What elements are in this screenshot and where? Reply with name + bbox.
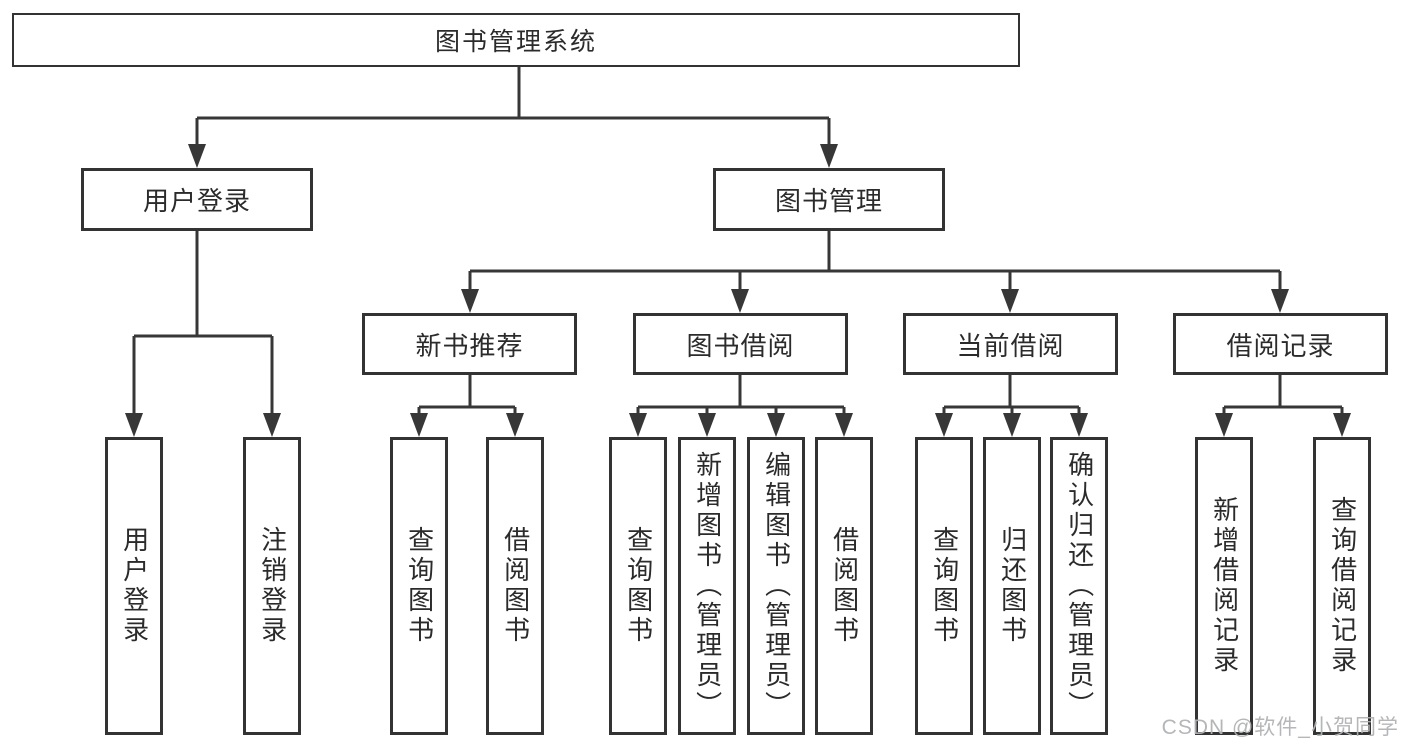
edge-root-to-level2 <box>188 67 838 168</box>
leaf-add-borrow-record: 新增借阅记录 <box>1195 437 1253 735</box>
node-book-borrow: 图书借阅 <box>633 313 848 375</box>
node-user-login: 用户登录 <box>81 168 313 231</box>
edge-user-login-to-leaves <box>125 231 281 437</box>
leaf-query-books-borrow: 查询图书 <box>609 437 667 735</box>
leaf-user-login: 用户登录 <box>105 437 163 735</box>
leaf-borrow-books: 借阅图书 <box>815 437 873 735</box>
leaf-confirm-return-admin: 确认归还（管理员） <box>1050 437 1108 735</box>
leaf-edit-books-admin: 编辑图书（管理员） <box>747 437 805 735</box>
node-root-system: 图书管理系统 <box>12 13 1020 67</box>
node-book-management: 图书管理 <box>713 168 945 231</box>
edge-new-book-to-leaves <box>410 375 524 437</box>
leaf-return-books: 归还图书 <box>983 437 1041 735</box>
edge-current-borrow-to-leaves <box>935 375 1088 437</box>
leaf-query-books-current: 查询图书 <box>915 437 973 735</box>
leaf-add-books-admin: 新增图书（管理员） <box>678 437 736 735</box>
edge-book-borrow-to-leaves <box>629 375 853 437</box>
leaf-logout: 注销登录 <box>243 437 301 735</box>
edge-borrow-records-to-leaves <box>1215 375 1351 437</box>
node-new-book-recommend: 新书推荐 <box>362 313 577 375</box>
leaf-query-books-recommend: 查询图书 <box>390 437 448 735</box>
leaf-borrow-books-recommend: 借阅图书 <box>486 437 544 735</box>
leaf-query-borrow-record: 查询借阅记录 <box>1313 437 1371 735</box>
node-current-borrow: 当前借阅 <box>903 313 1118 375</box>
node-borrow-records: 借阅记录 <box>1173 313 1388 375</box>
csdn-watermark: CSDN @软件_小贺同学 <box>1161 716 1399 739</box>
edge-book-management-to-level3 <box>461 231 1289 313</box>
